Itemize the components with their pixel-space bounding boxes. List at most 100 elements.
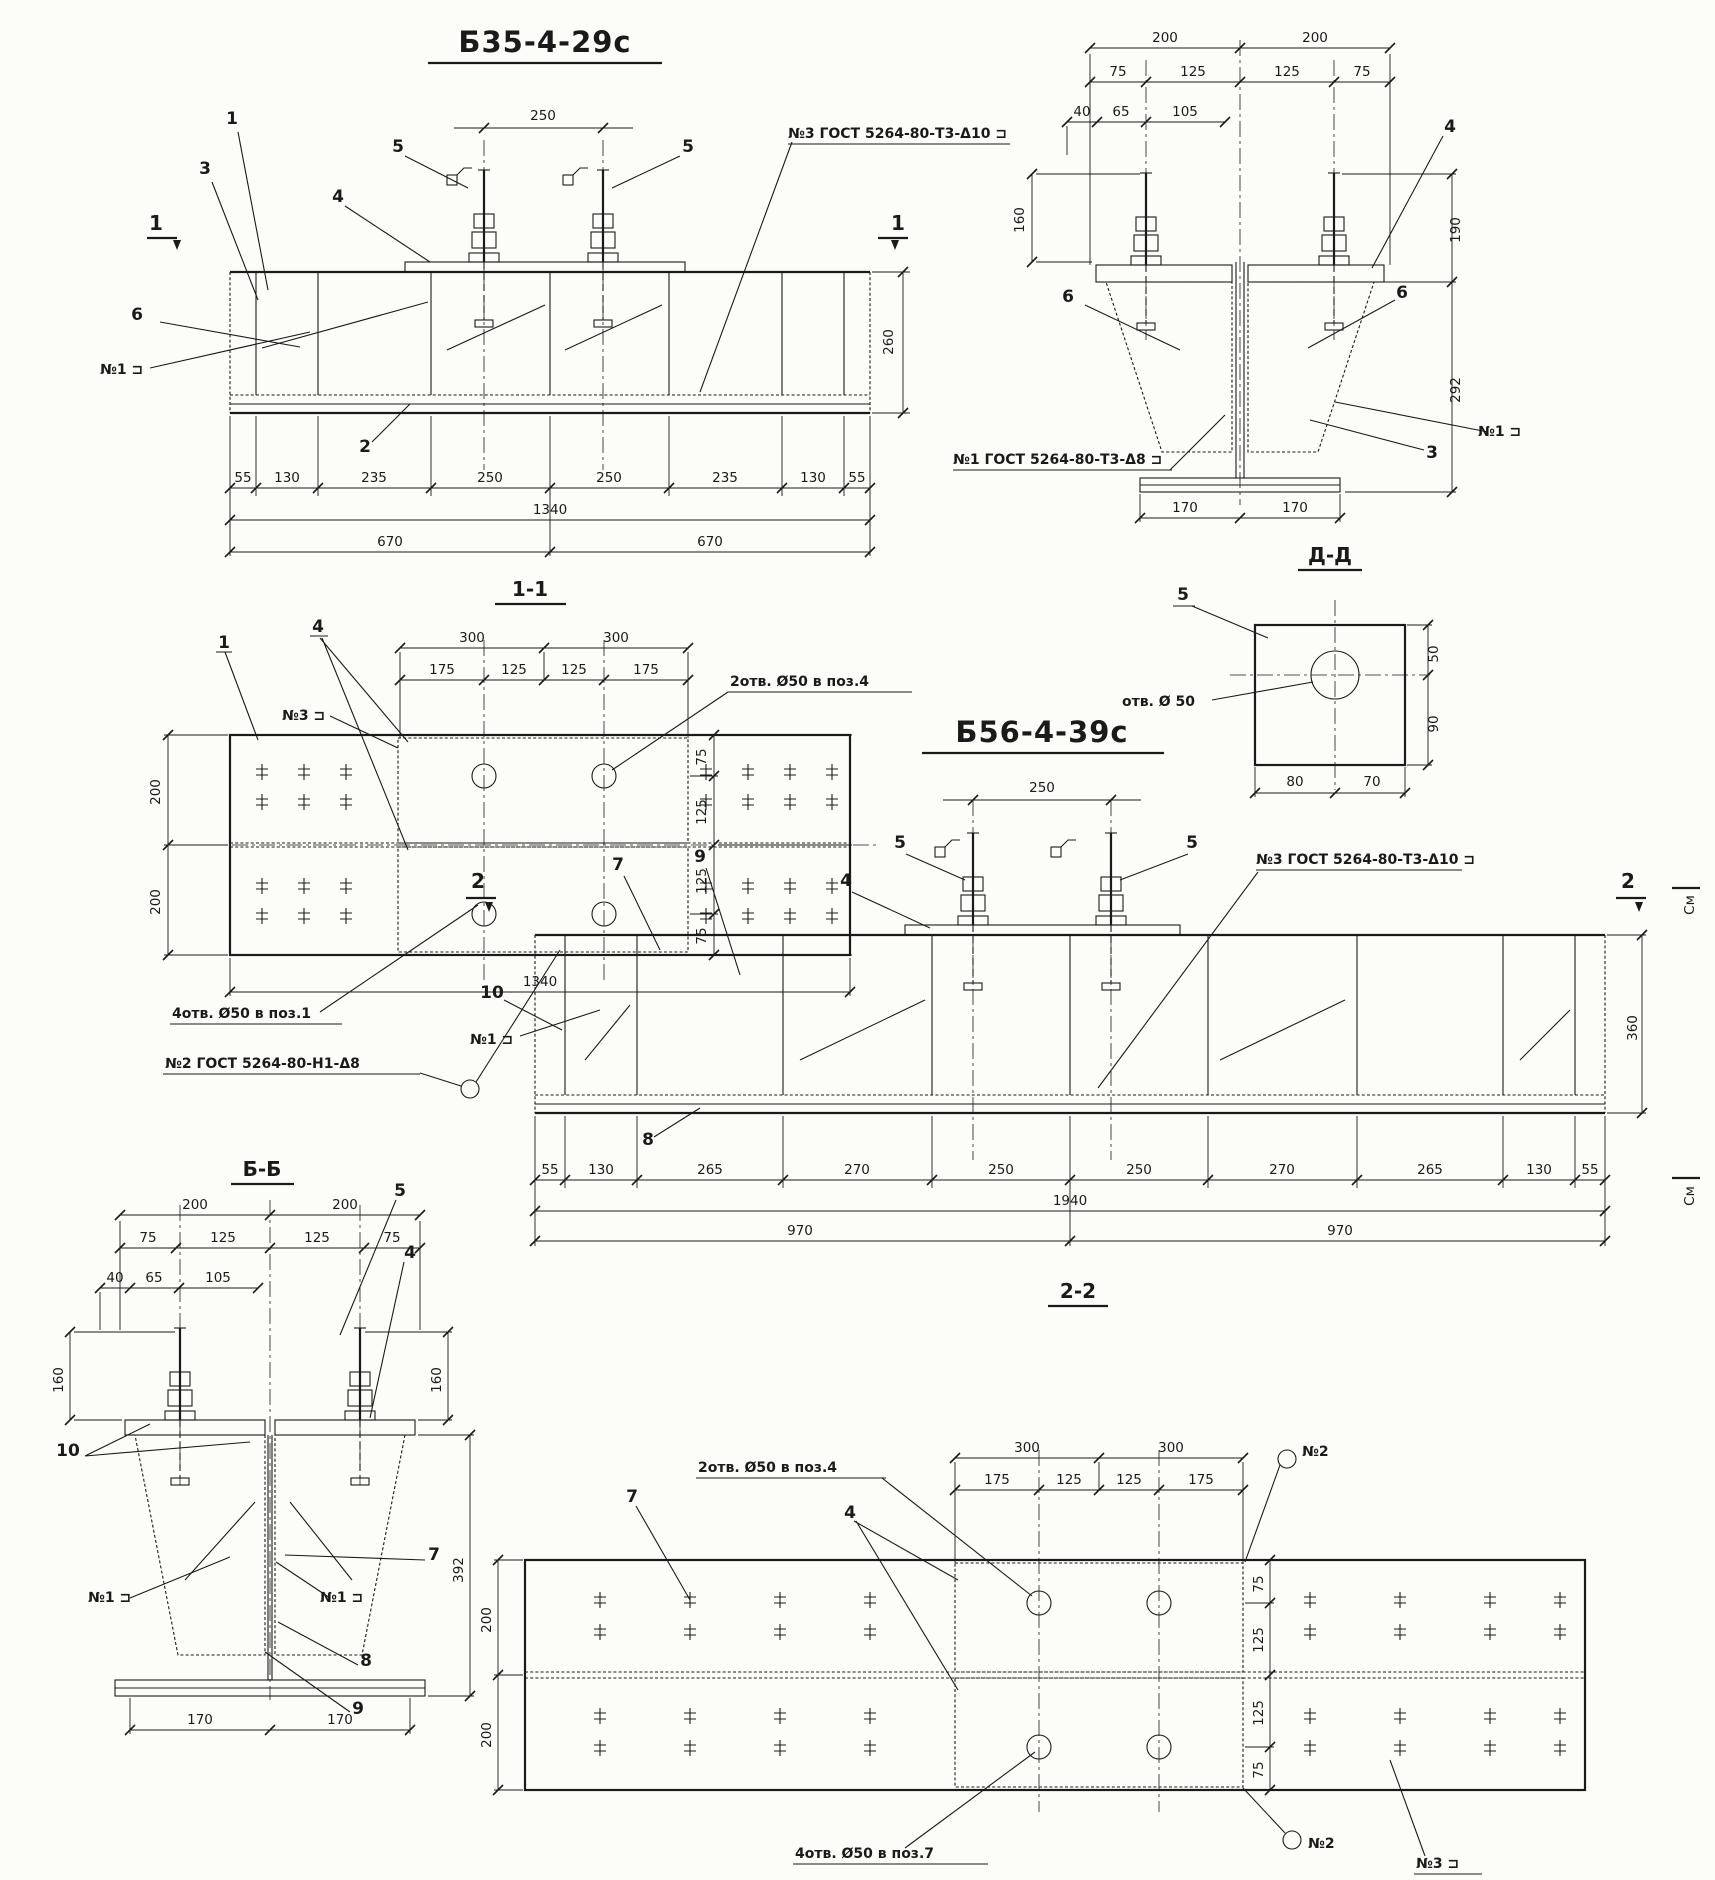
pos-label-9: 9 xyxy=(694,847,706,867)
hole-centerlines xyxy=(1038,1450,1160,1812)
pos-label-5: 5 xyxy=(392,137,404,157)
pos-label-5: 5 xyxy=(1177,585,1189,605)
dim: 200 xyxy=(148,779,164,805)
pos-label-5: 5 xyxy=(394,1181,406,1201)
hole-note: отв. Ø 50 xyxy=(1122,694,1195,710)
pos-label-5: 5 xyxy=(1186,833,1198,853)
leader-lines xyxy=(503,853,1259,1138)
dim: 125 xyxy=(1251,1627,1267,1653)
dim: 75 xyxy=(1109,64,1126,80)
holes-note: 4отв. Ø50 в поз.1 xyxy=(172,1006,311,1022)
dim-height: 360 xyxy=(1625,1015,1641,1041)
dim-segment: 250 xyxy=(596,470,622,486)
plate-outline xyxy=(1253,623,1407,767)
view-elevation-part2: 250 7 9 4 5 5 10 №1 ⊐ 8 №3 ГОСТ 5264-80-… xyxy=(466,780,1700,1247)
pos-label-9: 9 xyxy=(352,1699,364,1719)
dim-160-left: 160 xyxy=(51,1367,67,1393)
extension-lines xyxy=(229,416,871,556)
dim-half: 970 xyxy=(1327,1223,1353,1239)
dim-160-right: 160 xyxy=(429,1367,445,1393)
dim-392: 392 xyxy=(451,1557,467,1583)
bolt-centerlines xyxy=(483,140,604,470)
pos-label-10: 10 xyxy=(480,983,504,1003)
weld-mark: №1 ⊐ xyxy=(100,362,143,378)
pos-label-5: 5 xyxy=(894,833,906,853)
pos-label-8: 8 xyxy=(360,1651,372,1671)
pos-label-10: 10 xyxy=(56,1441,80,1461)
pos-label-7: 7 xyxy=(626,1487,638,1507)
dim-segment: 130 xyxy=(800,470,826,486)
dim: 200 xyxy=(1302,30,1328,46)
mid-seam xyxy=(230,842,850,848)
section-arrow xyxy=(891,240,899,250)
stiffeners xyxy=(564,935,1576,1095)
hole-centerlines xyxy=(1230,600,1430,790)
tapered-rib xyxy=(134,1434,266,1656)
leader-lines xyxy=(216,635,729,1087)
dim: 75 xyxy=(1353,64,1370,80)
dim: 175 xyxy=(633,662,659,678)
view-detail-dd: Д-Д 5 отв. Ø 50 50 90 80 70 xyxy=(1122,543,1442,799)
dim: 125 xyxy=(304,1230,330,1246)
pos-label-4: 4 xyxy=(840,871,852,891)
pos-label-2: 2 xyxy=(359,437,371,457)
weld-mark: №1 ⊐ xyxy=(320,1590,363,1606)
see-mark: См xyxy=(1682,1186,1698,1206)
dim: 200 xyxy=(1152,30,1178,46)
cover-plate xyxy=(404,261,686,273)
dim: 125 xyxy=(1056,1472,1082,1488)
dim: 175 xyxy=(429,662,455,678)
part1-title: Б35-4-29с xyxy=(458,25,631,59)
weld-seam-marks xyxy=(261,301,663,351)
dim: 300 xyxy=(1158,1440,1184,1456)
weld-note: №3 ГОСТ 5264-80-Т3-Δ10 ⊐ xyxy=(1256,852,1475,868)
dim-height: 260 xyxy=(881,329,897,355)
detail-title: Д-Д xyxy=(1308,543,1352,567)
leader-lines xyxy=(1173,605,1314,701)
dim-segment: 130 xyxy=(1526,1162,1552,1178)
section-arrow xyxy=(485,902,493,912)
tapered-rib xyxy=(274,1434,406,1656)
dim: 75 xyxy=(1251,1575,1267,1592)
weld-seam-marks xyxy=(184,1501,353,1581)
pos-label-7: 7 xyxy=(612,855,624,875)
dim: 125 xyxy=(1180,64,1206,80)
weld-seam-marks xyxy=(584,999,1571,1061)
see-mark: См xyxy=(1682,895,1698,915)
dim: 170 xyxy=(1172,500,1198,516)
pos-label-6: 6 xyxy=(1396,283,1408,303)
dim: 125 xyxy=(1251,1700,1267,1726)
pos-label-4: 4 xyxy=(844,1503,856,1523)
weld-all-around-flag xyxy=(1277,1449,1297,1469)
pos-label-8: 8 xyxy=(642,1130,654,1150)
holes-note: 2отв. Ø50 в поз.4 xyxy=(730,674,869,690)
dim-total: 1340 xyxy=(533,502,567,518)
pos-label-7: 7 xyxy=(428,1545,440,1565)
part2-title: Б56-4-39с xyxy=(955,715,1128,749)
view-elevation-part1: 250 1 3 4 5 5 6 2 №3 ГОСТ 5264-80-Т3-Δ10… xyxy=(100,108,1010,558)
dim-half: 670 xyxy=(377,534,403,550)
pos-label-4: 4 xyxy=(404,1243,416,1263)
dim-segment: 235 xyxy=(712,470,738,486)
dim: 175 xyxy=(984,1472,1010,1488)
dim: 300 xyxy=(1014,1440,1040,1456)
view-end-section-part1: 200 200 75 125 125 75 40 65 105 160 190 … xyxy=(953,30,1521,524)
dim: 125 xyxy=(210,1230,236,1246)
dim: 125 xyxy=(1116,1472,1142,1488)
dim-segment: 265 xyxy=(1417,1162,1443,1178)
section-mark-2-right: 2 xyxy=(1621,869,1635,893)
dim-bolt-spacing: 250 xyxy=(530,108,556,124)
dim-half: 970 xyxy=(787,1223,813,1239)
splice-plate-lower xyxy=(954,1677,1244,1788)
dim: 75 xyxy=(383,1230,400,1246)
dim: 200 xyxy=(332,1197,358,1213)
pos-label-6: 6 xyxy=(131,305,143,325)
dim-90: 90 xyxy=(1426,715,1442,732)
dim-50: 50 xyxy=(1426,645,1442,662)
part2-title-block: Б56-4-39с xyxy=(922,715,1164,755)
weld-note: №2 ГОСТ 5264-80-Н1-Δ8 xyxy=(165,1056,360,1072)
pos-label-1: 1 xyxy=(226,109,238,129)
stiffeners xyxy=(255,272,845,395)
